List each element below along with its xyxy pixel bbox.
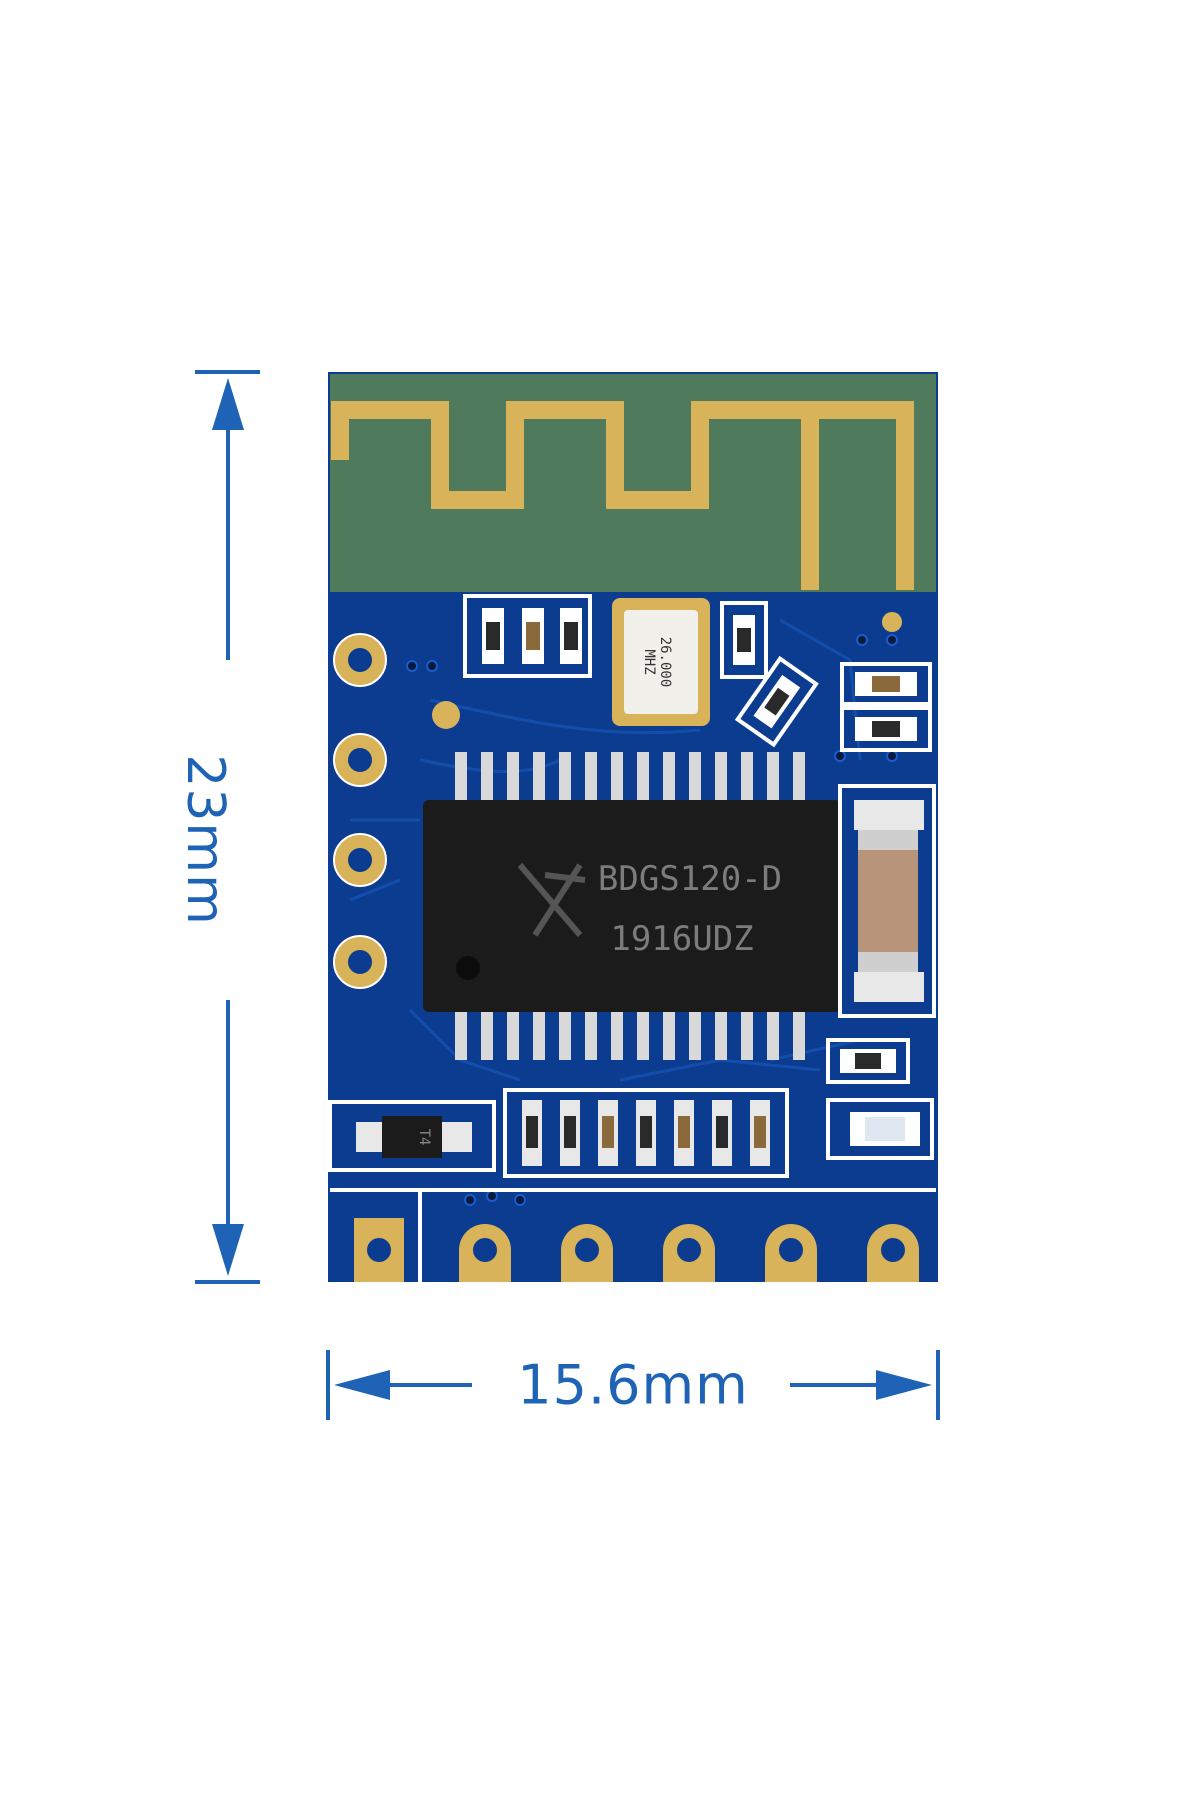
width-dimension-arrow bbox=[326, 1350, 940, 1420]
height-dimension-label: 23mm bbox=[175, 754, 235, 926]
chip-logo-icon bbox=[517, 863, 586, 937]
chip-label-2: 1916UDZ bbox=[610, 919, 753, 959]
crystal-label-1: 26.000 bbox=[657, 637, 673, 688]
main-ic-chip: BDGS120-D 1916UDZ bbox=[423, 800, 841, 1012]
crystal-label-2: MHZ bbox=[641, 649, 657, 674]
antenna-trace bbox=[331, 401, 914, 590]
width-dimension-label: 15.6mm bbox=[517, 1353, 749, 1417]
height-dimension-arrow bbox=[195, 370, 260, 1284]
ic-pins bbox=[455, 752, 805, 1060]
capacitor-right bbox=[838, 784, 936, 1018]
transistor-label: T4 bbox=[416, 1129, 432, 1146]
transistor: T4 bbox=[328, 1100, 496, 1172]
bottom-pads bbox=[354, 1218, 919, 1282]
pcb-board: 26.000 MHZ bbox=[328, 372, 938, 1282]
crystal-oscillator: 26.000 MHZ bbox=[612, 598, 710, 726]
chip-label-1: BDGS120-D bbox=[598, 859, 782, 899]
resistor-cluster-bottom bbox=[503, 1088, 789, 1178]
resistor-cluster-top bbox=[463, 594, 592, 678]
